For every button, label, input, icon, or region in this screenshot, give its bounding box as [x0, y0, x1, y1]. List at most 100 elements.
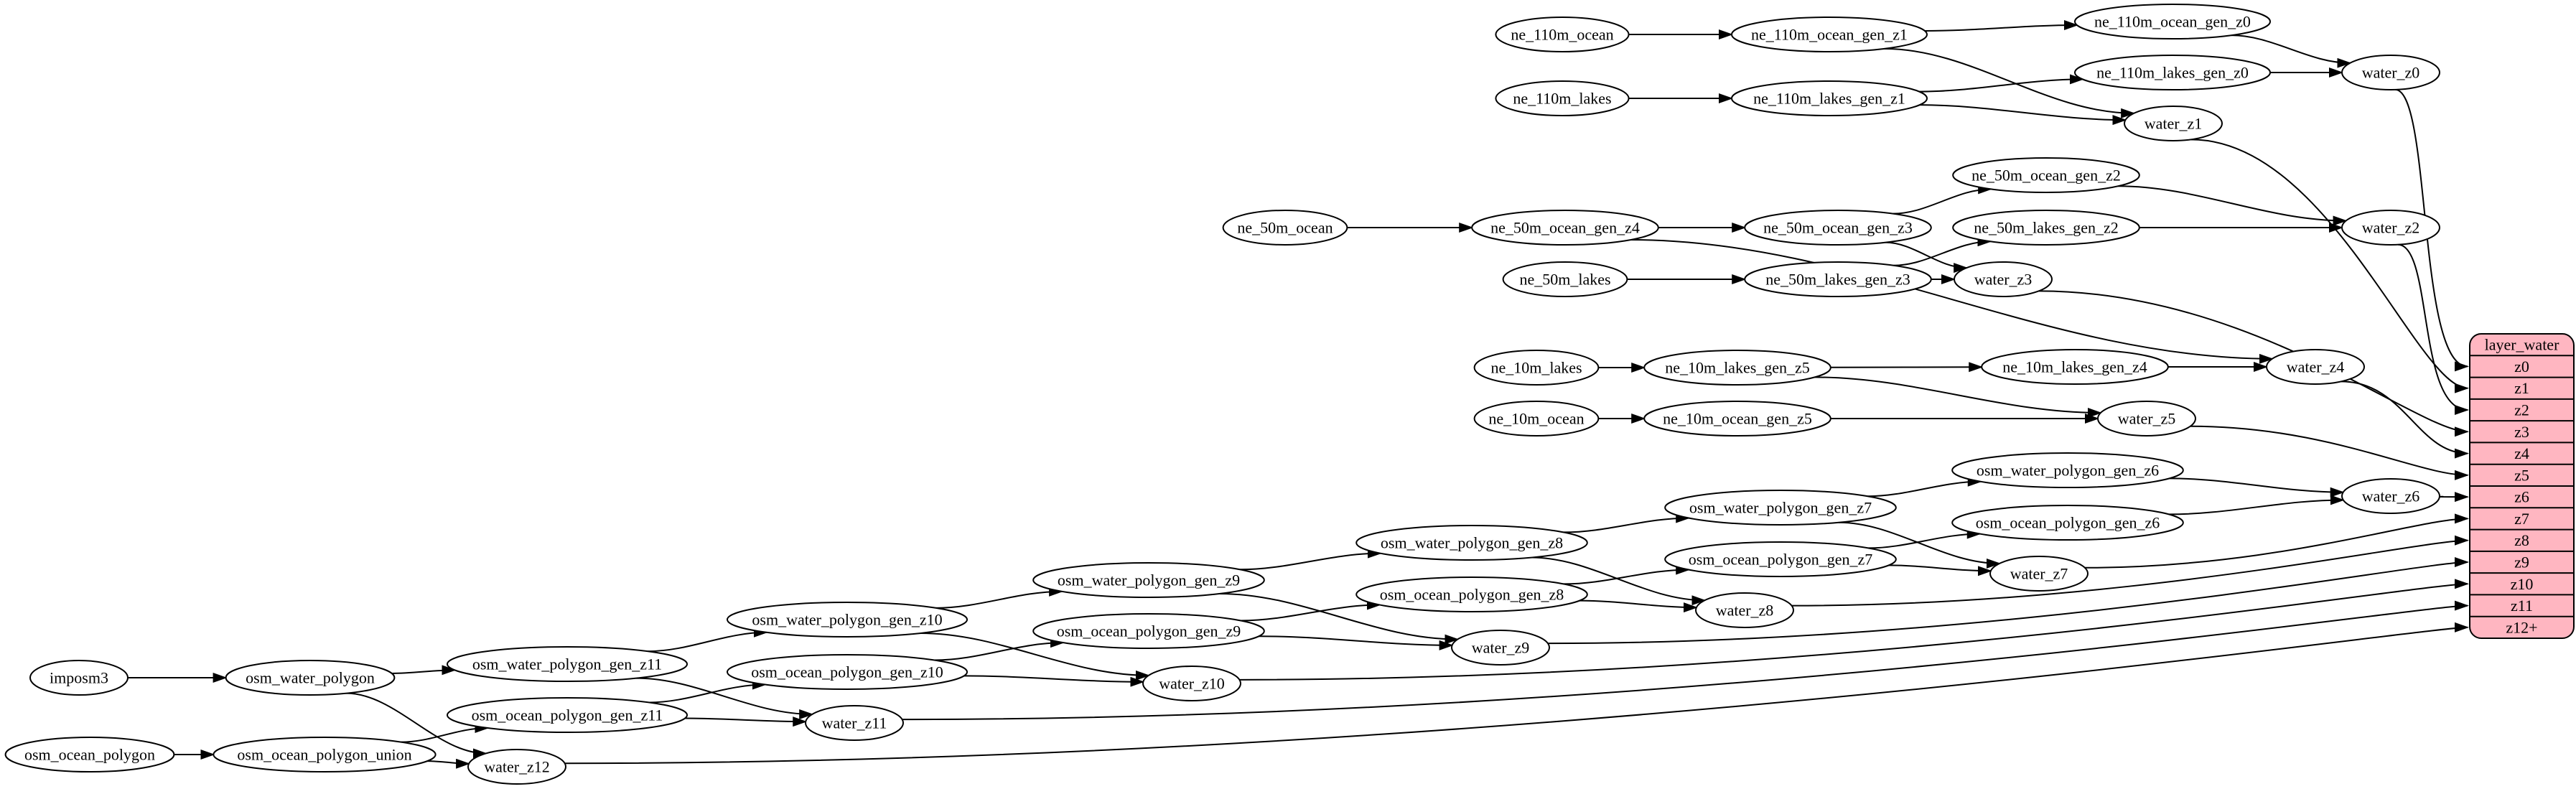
node-ellipse-water_z1 — [2124, 106, 2223, 141]
node-osm_water_polygon_gen_z8: osm_water_polygon_gen_z8 — [1355, 525, 1588, 561]
layer-water-row-z5: z5 — [2514, 466, 2529, 484]
edge-osm_ocean_polygon_gen_z10-to-water_z10 — [963, 675, 1145, 687]
node-label-water_z6: water_z6 — [2362, 487, 2420, 505]
edge-ne_10m_lakes_gen_z5-to-water_z5 — [1814, 376, 2102, 419]
node-ellipse-water_z4 — [2266, 349, 2365, 385]
node-ellipse-water_z5 — [2097, 401, 2196, 436]
node-water_z9: water_z9 — [1451, 630, 1550, 666]
edge-osm_ocean_polygon_union-to-water_z12 — [427, 758, 471, 769]
node-ellipse-water_z7 — [1989, 556, 2089, 592]
node-osm_water_polygon: osm_water_polygon — [225, 660, 396, 696]
node-osm_ocean_polygon_gen_z9: osm_ocean_polygon_gen_z9 — [1032, 613, 1265, 649]
edge-water_z11-to-layer_water-z11 — [902, 600, 2469, 721]
node-label-water_z4: water_z4 — [2287, 358, 2345, 375]
node-ne_10m_ocean: ne_10m_ocean — [1473, 401, 1600, 436]
node-ne_10m_lakes_gen_z4: ne_10m_lakes_gen_z4 — [1981, 349, 2169, 385]
edge-osm_ocean_polygon_gen_z9-to-water_z9 — [1259, 635, 1454, 650]
node-ne_50m_ocean_gen_z3: ne_50m_ocean_gen_z3 — [1744, 210, 1932, 246]
edge-water_z10-to-layer_water-z10 — [1239, 579, 2469, 681]
node-ellipse-ne_110m_lakes — [1495, 80, 1630, 116]
node-ellipse-ne_50m_lakes_gen_z2 — [1952, 210, 2140, 246]
node-water_z8: water_z8 — [1695, 592, 1794, 628]
edge-osm_water_polygon_gen_z6-to-water_z6 — [2169, 477, 2345, 498]
node-ellipse-water_z10 — [1142, 666, 1241, 701]
node-osm_water_polygon_gen_z6: osm_water_polygon_gen_z6 — [1951, 452, 2184, 488]
node-ne_110m_lakes: ne_110m_lakes — [1495, 80, 1630, 116]
node-label-water_z12: water_z12 — [484, 757, 550, 775]
node-osm_ocean_polygon: osm_ocean_polygon — [4, 737, 175, 772]
edge-ne_110m_lakes_gen_z1-to-water_z1 — [1919, 104, 2127, 126]
node-water_z5: water_z5 — [2097, 401, 2196, 436]
node-label-ne_110m_lakes: ne_110m_lakes — [1513, 89, 1611, 107]
layer-water-row-z0: z0 — [2514, 358, 2529, 375]
edge-osm_water_polygon_gen_z8-to-osm_water_polygon_gen_z7 — [1563, 513, 1691, 533]
node-water_z3: water_z3 — [1954, 261, 2053, 297]
node-label-water_z5: water_z5 — [2118, 409, 2176, 427]
node-ellipse-ne_110m_ocean_gen_z0 — [2074, 4, 2271, 39]
layer-water-row-z11: z11 — [2511, 597, 2533, 615]
edge-ne_50m_ocean_gen_z2-to-water_z2 — [2118, 185, 2348, 226]
node-label-ne_110m_lakes_gen_z0: ne_110m_lakes_gen_z0 — [2096, 63, 2249, 81]
node-label-ne_50m_lakes_gen_z3: ne_50m_lakes_gen_z3 — [1765, 270, 1910, 288]
node-label-water_z9: water_z9 — [1472, 638, 1530, 656]
node-label-water_z0: water_z0 — [2362, 63, 2420, 81]
node-ellipse-ne_50m_ocean_gen_z2 — [1952, 157, 2140, 193]
edge-osm_water_polygon_gen_z10-to-osm_water_polygon_gen_z9 — [935, 586, 1064, 609]
edge-osm_ocean_polygon_gen_z10-to-osm_ocean_polygon_gen_z9 — [934, 638, 1065, 661]
node-label-ne_10m_ocean_gen_z5: ne_10m_ocean_gen_z5 — [1663, 409, 1812, 427]
edge-ne_110m_ocean_gen_z1-to-ne_110m_ocean_gen_z0 — [1925, 20, 2078, 32]
node-label-ne_110m_ocean: ne_110m_ocean — [1511, 25, 1613, 43]
edge-osm_water_polygon_gen_z9-to-water_z9 — [1219, 592, 1460, 645]
edge-ne_50m_lakes_gen_z3-to-ne_50m_lakes_gen_z2 — [1893, 236, 1992, 266]
node-water_z6: water_z6 — [2341, 478, 2440, 514]
node-ellipse-water_z11 — [805, 705, 904, 741]
node-osm_ocean_polygon_gen_z6: osm_ocean_polygon_gen_z6 — [1951, 505, 2184, 541]
node-ellipse-osm_water_polygon_gen_z9 — [1032, 562, 1265, 598]
edge-ne_110m_ocean_gen_z0-to-water_z0 — [2231, 34, 2352, 68]
edge-osm_ocean_polygon_gen_z9-to-osm_ocean_polygon_gen_z8 — [1241, 599, 1381, 622]
node-label-ne_110m_ocean_gen_z1: ne_110m_ocean_gen_z1 — [1751, 25, 1908, 43]
node-osm_water_polygon_gen_z10: osm_water_polygon_gen_z10 — [727, 602, 968, 638]
node-label-ne_50m_ocean_gen_z4: ne_50m_ocean_gen_z4 — [1490, 218, 1640, 236]
node-ellipse-osm_water_polygon — [225, 660, 396, 696]
edge-ne_50m_ocean_gen_z4-to-water_z4 — [1630, 239, 2274, 364]
record-node-layer-water: layer_waterz0z1z2z3z4z5z6z7z8z9z10z11z12… — [2469, 333, 2575, 639]
node-label-osm_water_polygon_gen_z11: osm_water_polygon_gen_z11 — [472, 655, 662, 673]
edge-water_z8-to-layer_water-z8 — [1791, 535, 2469, 607]
node-osm_ocean_polygon_gen_z7: osm_ocean_polygon_gen_z7 — [1664, 541, 1897, 577]
layer-water-title: layer_water — [2485, 336, 2559, 354]
edge-osm_ocean_polygon_gen_z7-to-water_z7 — [1888, 564, 1992, 576]
node-ellipse-osm_ocean_polygon — [4, 737, 175, 772]
node-ellipse-osm_water_polygon_gen_z11 — [447, 646, 688, 682]
edge-osm_water_polygon_gen_z7-to-osm_water_polygon_gen_z6 — [1867, 476, 1982, 498]
node-osm_ocean_polygon_gen_z8: osm_ocean_polygon_gen_z8 — [1355, 576, 1588, 612]
node-ne_10m_ocean_gen_z5: ne_10m_ocean_gen_z5 — [1643, 401, 1831, 436]
node-ne_110m_lakes_gen_z0: ne_110m_lakes_gen_z0 — [2074, 55, 2271, 90]
node-label-water_z7: water_z7 — [2010, 564, 2068, 582]
node-ne_50m_ocean: ne_50m_ocean — [1222, 210, 1348, 246]
node-label-osm_water_polygon_gen_z6: osm_water_polygon_gen_z6 — [1977, 461, 2159, 479]
record-layer: layer_waterz0z1z2z3z4z5z6z7z8z9z10z11z12… — [2469, 333, 2575, 639]
node-ne_10m_lakes: ne_10m_lakes — [1473, 350, 1600, 386]
node-osm_ocean_polygon_gen_z10: osm_ocean_polygon_gen_z10 — [727, 654, 968, 690]
node-ne_50m_lakes_gen_z3: ne_50m_lakes_gen_z3 — [1744, 261, 1932, 297]
node-label-osm_water_polygon_gen_z10: osm_water_polygon_gen_z10 — [752, 610, 942, 628]
edge-osm_water_polygon_gen_z10-to-water_z10 — [920, 632, 1150, 681]
node-label-ne_10m_ocean: ne_10m_ocean — [1488, 409, 1584, 427]
edge-water_z4-to-layer_water-z4 — [2341, 381, 2469, 459]
edge-water_z12-to-layer_water-z12+ — [564, 622, 2469, 765]
nodes-layer: ne_110m_ocean ne_110m_ocean_gen_z1 ne_110m… — [4, 4, 2440, 785]
node-ellipse-ne_110m_ocean_gen_z1 — [1731, 17, 1928, 52]
node-osm_water_polygon_gen_z9: osm_water_polygon_gen_z9 — [1032, 562, 1265, 598]
node-water_z11: water_z11 — [805, 705, 904, 741]
node-label-osm_water_polygon_gen_z7: osm_water_polygon_gen_z7 — [1689, 498, 1872, 516]
node-label-osm_ocean_polygon_gen_z6: osm_ocean_polygon_gen_z6 — [1976, 513, 2160, 531]
node-label-ne_110m_lakes_gen_z1: ne_110m_lakes_gen_z1 — [1753, 89, 1905, 107]
node-osm_ocean_polygon_gen_z11: osm_ocean_polygon_gen_z11 — [447, 697, 688, 733]
edge-osm_water_polygon-to-osm_water_polygon_gen_z11 — [391, 665, 457, 676]
node-label-ne_50m_ocean_gen_z3: ne_50m_ocean_gen_z3 — [1763, 218, 1913, 236]
node-ellipse-ne_50m_lakes — [1502, 261, 1628, 297]
node-ne_110m_ocean: ne_110m_ocean — [1495, 17, 1630, 52]
node-water_z7: water_z7 — [1989, 556, 2089, 592]
